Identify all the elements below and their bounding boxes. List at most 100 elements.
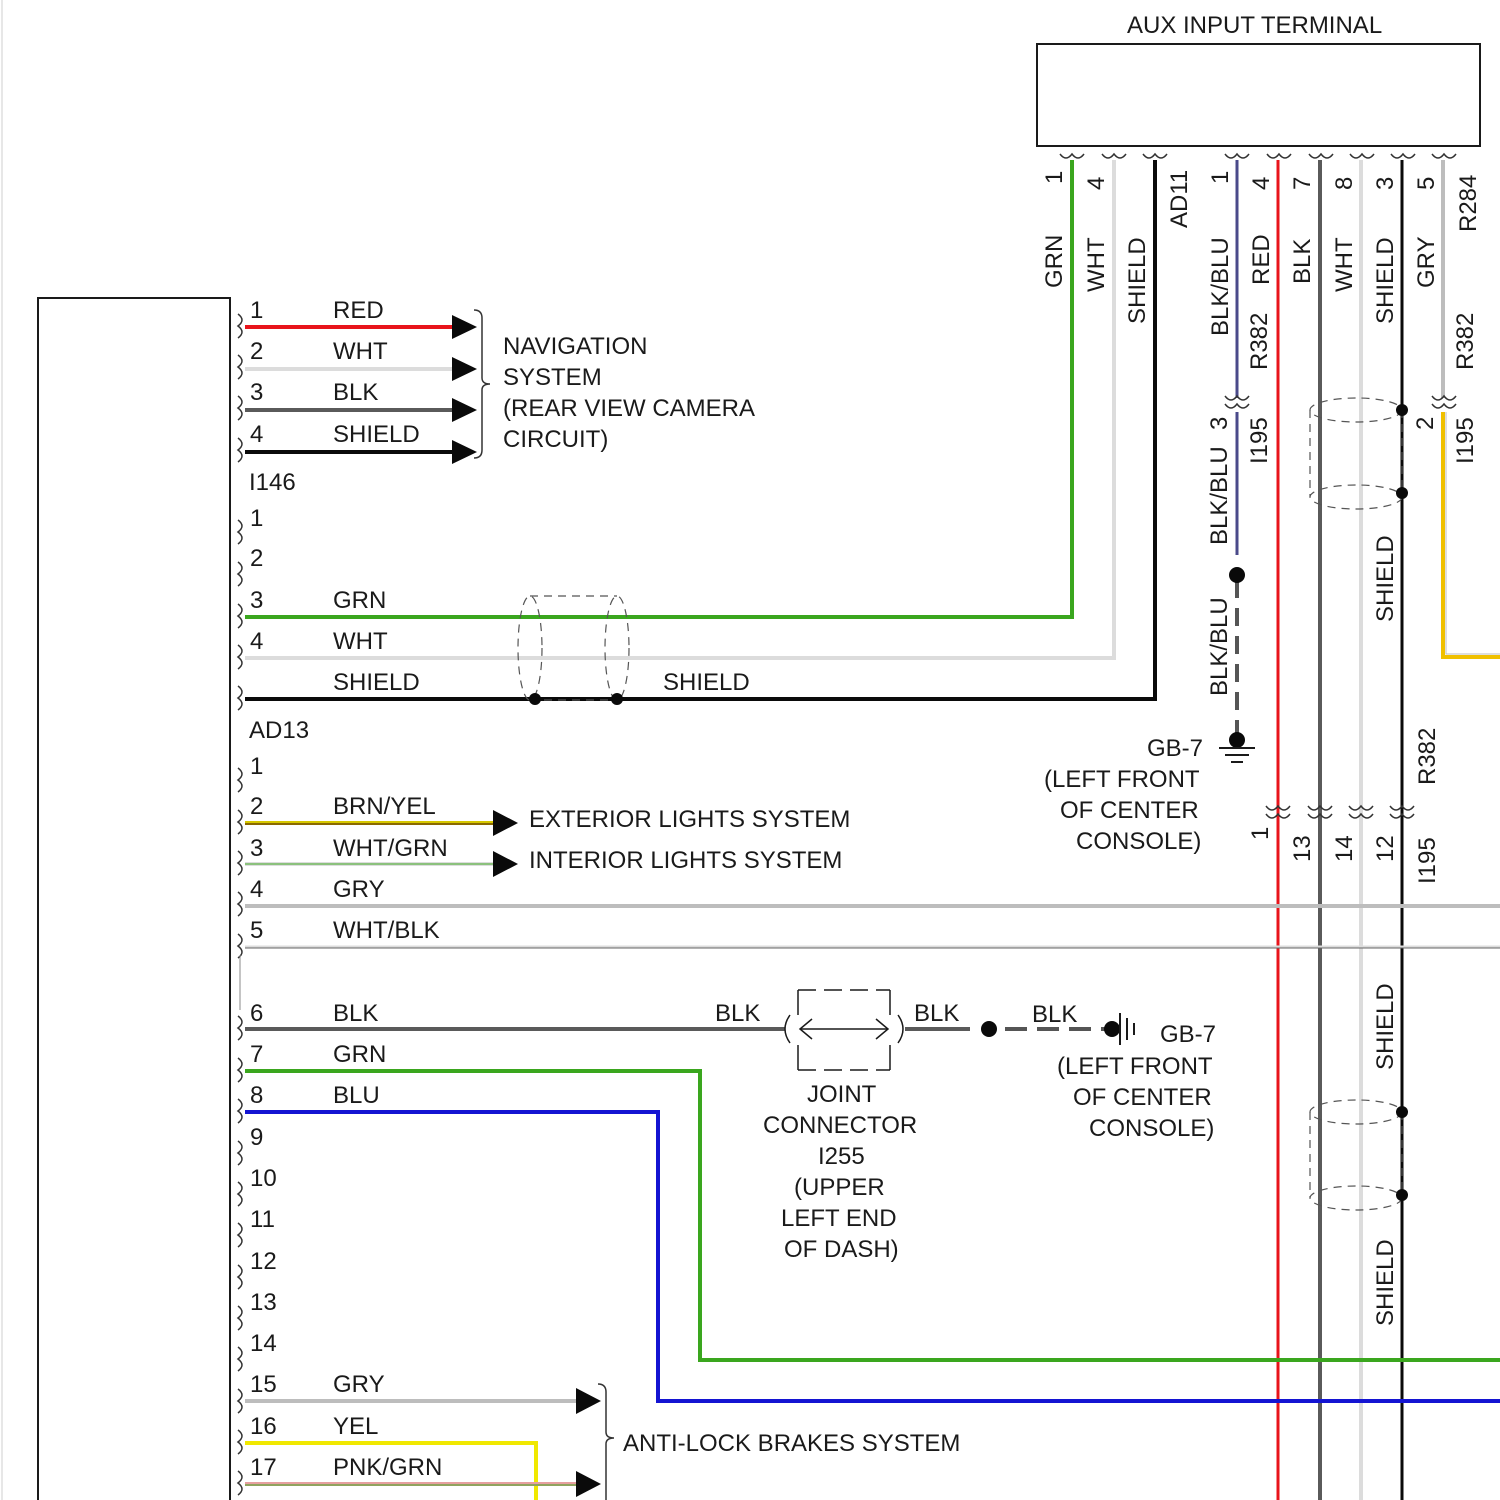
joint-blk-left: BLK [715,1000,760,1027]
lower-pin-9: 9 [250,1124,263,1151]
lower-pin-5: 5 [250,917,263,944]
joint-label-2: CONNECTOR [763,1112,917,1139]
i195-low-pin-14: 14 [1331,835,1358,862]
aux-wire-wht2: WHT [1331,237,1358,292]
i195-shield-a: SHIELD [1372,535,1399,622]
aux-terminal-box [1037,44,1480,146]
aux-pin-8: 8 [1331,177,1358,190]
i195-shield-b: SHIELD [1372,983,1399,1070]
i146-wire-label-red: RED [333,297,384,324]
shield-ovals-right [1310,398,1402,1210]
aux-wire-shield2: SHIELD [1372,237,1399,324]
lower-wire-label-grn: GRN [333,1041,386,1068]
abs-wire-label-yel: YEL [333,1413,378,1440]
i195-low-pin-1: 1 [1247,827,1274,840]
i195-blkblu-b: BLK/BLU [1206,597,1233,696]
aux-pin-7: 7 [1289,177,1316,190]
gb7-right-loc-3: CONSOLE) [1076,828,1201,855]
ad13-wire-wht: WHT [333,628,388,655]
splice-shield-1 [1396,404,1408,416]
aux-wire-shield: SHIELD [1124,237,1151,324]
lower-wire-label-whtblk: WHT/BLK [333,917,440,944]
joint-blk-right: BLK [1032,1001,1077,1028]
joint-label-3: I255 [818,1143,865,1170]
i146-pin-3: 3 [250,379,263,406]
joint-gnd-loc-2: OF CENTER [1073,1084,1212,1111]
gb7-right-name: GB-7 [1147,735,1203,762]
lower-pin-16: 16 [250,1413,277,1440]
i195-low-pin-13: 13 [1289,835,1316,862]
ad13-pin-1: 1 [250,505,263,532]
aux-connector-ad11: AD11 [1166,170,1193,228]
lower-pin-8: 8 [250,1082,263,1109]
i195-label-b: I195 [1452,417,1479,464]
joint-ground-dot [1104,1021,1120,1037]
aux-pin-4: 4 [1083,177,1110,190]
i195-r382: R382 [1414,728,1441,785]
aux-pin-1b: 1 [1207,171,1234,184]
lower-pin-17: 17 [250,1454,277,1481]
ad13-shield-ovals [518,596,629,700]
gb7-right-loc-2: OF CENTER [1060,797,1199,824]
nav-dest-3: (REAR VIEW CAMERA [503,395,755,422]
i146-wire-label-shield: SHIELD [333,421,420,448]
joint-gnd-name: GB-7 [1160,1021,1216,1048]
aux-wire-wht: WHT [1083,237,1110,292]
ad13-pin-4: 4 [250,628,263,655]
joint-label-1: JOINT [807,1081,877,1108]
ground-symbol-right [1219,748,1255,762]
abs-wire-label-pnkgrn: PNK/GRN [333,1454,442,1481]
ad13-wire-shield: SHIELD [333,669,420,696]
radio-module-box [38,298,230,1500]
ext-arrow [493,810,518,836]
i195-shield-c: SHIELD [1372,1239,1399,1326]
lower-pin-brackets [238,768,242,1495]
abs-arrow-2 [576,1471,601,1497]
splice-shield-4 [1396,1189,1408,1201]
lower-pin-14: 14 [250,1330,277,1357]
joint-connector-box [785,990,903,1070]
nav-dest-2: SYSTEM [503,364,602,391]
aux-pin-brackets [1060,154,1456,158]
aux-r382-b: R382 [1452,313,1479,370]
joint-splice [981,1021,997,1037]
joint-blk-mid: BLK [914,1000,959,1027]
aux-pin-4b: 4 [1248,177,1275,190]
lower-wire-label-gry: GRY [333,876,385,903]
int-arrow [493,851,518,877]
joint-gnd-loc-3: CONSOLE) [1089,1115,1214,1142]
aux-pin-5: 5 [1413,177,1440,190]
ad13-pin-3: 3 [250,587,263,614]
aux-pin-1: 1 [1041,171,1068,184]
i195-label-c: I195 [1414,837,1441,884]
ad13-pin-2: 2 [250,545,263,572]
lower-pin-10: 10 [250,1165,277,1192]
ground-dot-blkblu [1229,732,1245,748]
ad13-wire-grn: GRN [333,587,386,614]
i146-arrow-4 [452,440,477,464]
i146-arrow-3 [452,398,477,422]
lower-pin-6: 6 [250,1000,263,1027]
i195-pin-2: 2 [1412,417,1439,430]
lower-wire-label-brnyel: BRN/YEL [333,793,436,820]
abs-wire-label-gry: GRY [333,1371,385,1398]
aux-wire-grn: GRN [1041,235,1068,288]
lower-wire-label-whtgrn: WHT/GRN [333,835,448,862]
i146-name: I146 [249,469,296,496]
joint-label-6: OF DASH) [784,1236,899,1263]
gb7-right-loc-1: (LEFT FRONT [1044,766,1200,793]
lower-pin-11: 11 [250,1206,275,1233]
ad13-splice-1 [529,693,541,705]
i195-upper-brackets [1225,396,1456,408]
i146-pin-brackets [238,314,242,462]
ad13-shield-right: SHIELD [663,669,750,696]
lower-pin-2: 2 [250,793,263,820]
i195-blkblu-a: BLK/BLU [1206,446,1233,545]
ext-lights-label: EXTERIOR LIGHTS SYSTEM [529,806,850,833]
abs-brace [598,1384,614,1500]
splice-shield-2 [1396,487,1408,499]
i195-pin-3: 3 [1206,417,1233,430]
lower-wire-label-blk: BLK [333,1000,378,1027]
nav-dest-1: NAVIGATION [503,333,647,360]
